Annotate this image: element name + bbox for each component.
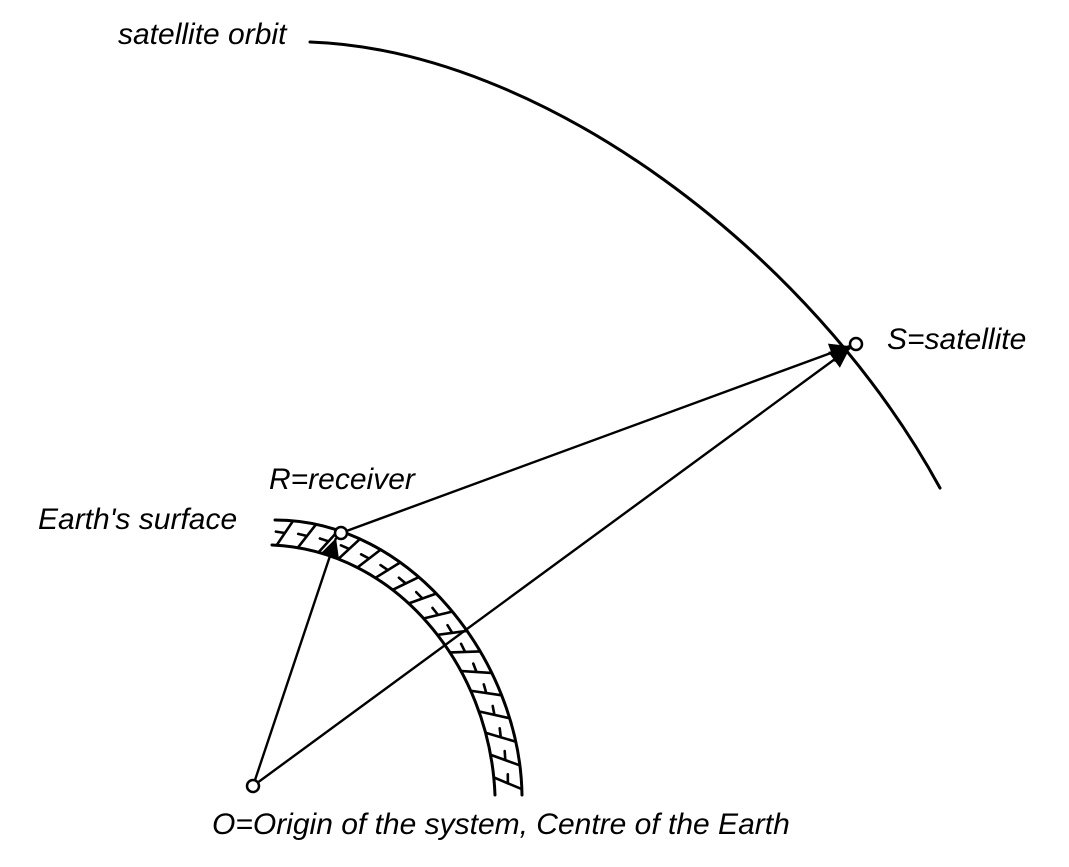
- earth-surface-inner-edge: [270, 543, 497, 797]
- receiver-point: [333, 525, 349, 541]
- satellite-orbit-arc: [308, 40, 942, 490]
- hatch-mark: [274, 520, 295, 547]
- hatch-mark: [460, 662, 493, 675]
- hatch-mark: [449, 642, 481, 654]
- hatch-mark: [337, 537, 362, 561]
- origin-point: [245, 778, 261, 794]
- satellite-point: [848, 336, 864, 352]
- hatch-mark: [422, 606, 454, 620]
- hatch-mark: [391, 575, 421, 592]
- hatch-mark: [478, 704, 511, 720]
- label-receiver: R=receiver: [269, 463, 416, 496]
- earth-surface: [270, 518, 524, 797]
- hatch-mark: [470, 683, 503, 697]
- label-earth-surface: Earth's surface: [38, 503, 237, 536]
- earth-surface-outer-edge: [273, 518, 524, 797]
- label-satellite: S=satellite: [887, 323, 1026, 356]
- vector-origin-to-receiver: [251, 537, 340, 787]
- hatch-mark: [374, 561, 402, 580]
- hatch-mark: [407, 590, 438, 605]
- hatch-mark: [485, 727, 517, 743]
- label-satellite-orbit: satellite orbit: [118, 18, 288, 51]
- vector-origin-to-satellite: [252, 347, 851, 787]
- vector-receiver-to-satellite: [340, 343, 851, 535]
- label-origin: O=Origin of the system, Centre of the Ea…: [212, 808, 790, 841]
- hatch-mark: [296, 523, 318, 549]
- hatch-mark: [489, 749, 521, 767]
- hatch-mark: [492, 773, 523, 791]
- hatch-mark: [356, 548, 382, 569]
